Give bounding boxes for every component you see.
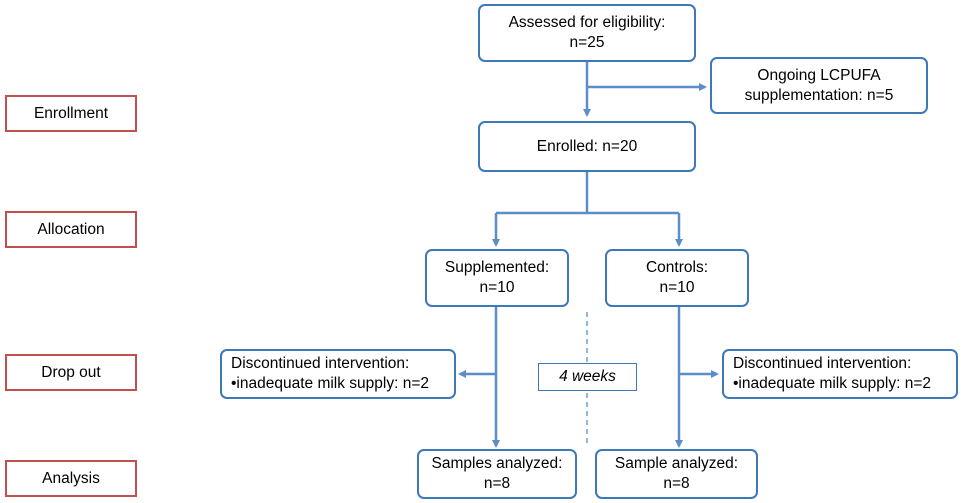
box-dropout-controls: Discontinued intervention: •inadequate m… xyxy=(722,349,958,399)
box-controls: Controls: n=10 xyxy=(605,249,749,307)
duration-label-box: 4 weeks xyxy=(538,363,637,391)
box-dropout-supplemented: Discontinued intervention: •inadequate m… xyxy=(220,349,456,399)
controls-text: Controls: xyxy=(645,259,709,276)
controls-count: n=10 xyxy=(659,279,695,296)
analyzed-left-count: n=8 xyxy=(483,475,511,492)
dropout-right-reason: •inadequate milk supply: n=2 xyxy=(733,375,932,392)
stage-allocation-label: Allocation xyxy=(37,220,105,238)
analyzed-left-text: Samples analyzed: xyxy=(431,455,563,472)
box-enrolled: Enrolled: n=20 xyxy=(478,121,696,172)
supplemented-text: Supplemented: xyxy=(444,259,550,276)
stage-enrollment: Enrollment xyxy=(5,95,137,132)
dropout-right-title: Discontinued intervention: xyxy=(733,355,912,372)
assessed-text: Assessed for eligibility: xyxy=(508,14,666,31)
box-analyzed-supplemented: Samples analyzed: n=8 xyxy=(417,449,577,499)
stage-enrollment-label: Enrollment xyxy=(33,104,109,122)
dropout-left-reason: •inadequate milk supply: n=2 xyxy=(231,375,430,392)
stage-analysis-label: Analysis xyxy=(42,469,100,487)
stage-allocation: Allocation xyxy=(5,211,137,248)
duration-label: 4 weeks xyxy=(559,368,616,385)
excluded-count: supplementation: n=5 xyxy=(744,86,894,104)
box-supplemented: Supplemented: n=10 xyxy=(425,249,569,307)
analyzed-right-count: n=8 xyxy=(663,475,690,492)
stage-dropout-label: Drop out xyxy=(41,363,101,381)
assessed-count: n=25 xyxy=(569,34,605,51)
box-assessed: Assessed for eligibility: n=25 xyxy=(478,4,696,62)
enrolled-text: Enrolled: n=20 xyxy=(536,137,638,155)
analyzed-right-text: Sample analyzed: xyxy=(614,455,739,472)
box-analyzed-controls: Sample analyzed: n=8 xyxy=(595,449,758,499)
excluded-text: Ongoing LCPUFA xyxy=(757,66,881,84)
stage-analysis: Analysis xyxy=(5,460,137,497)
dropout-left-title: Discontinued intervention: xyxy=(231,355,410,372)
supplemented-count: n=10 xyxy=(479,279,515,296)
stage-dropout: Drop out xyxy=(5,354,137,391)
box-excluded: Ongoing LCPUFA supplementation: n=5 xyxy=(710,57,928,114)
